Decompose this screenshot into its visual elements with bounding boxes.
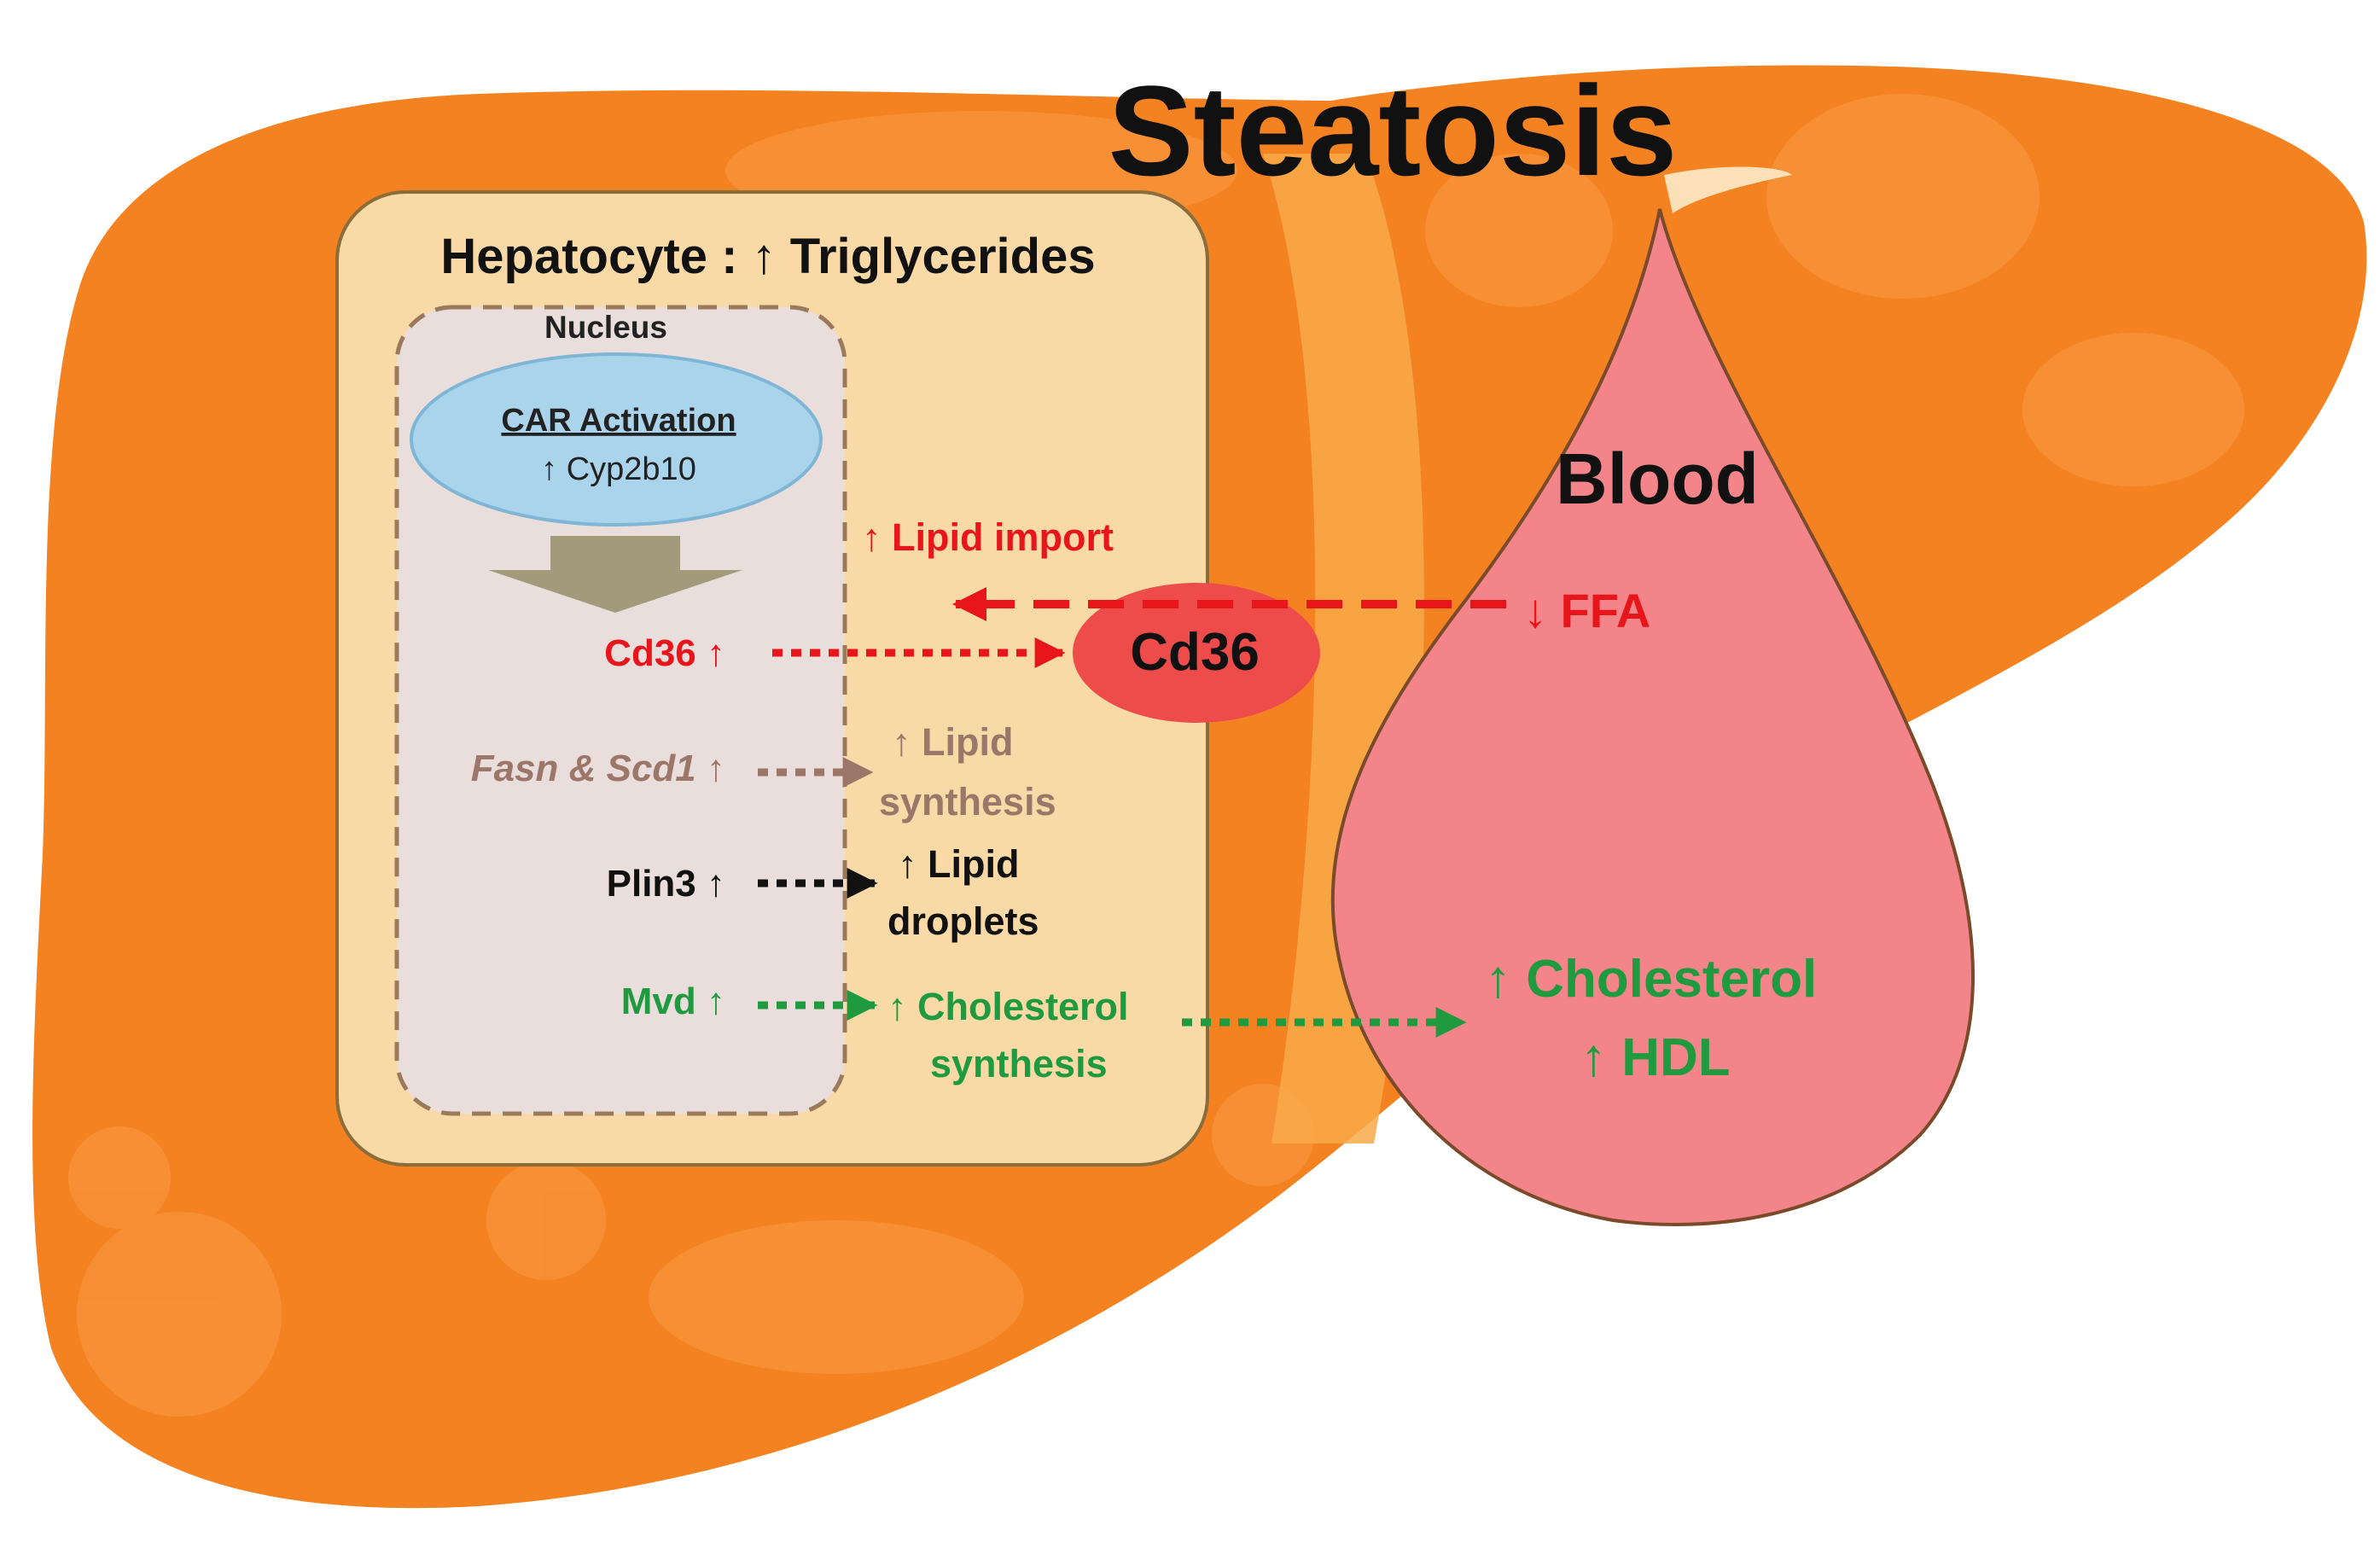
ffa-label: ↓ FFA [1523, 584, 1650, 637]
car-down-arrow [488, 536, 742, 613]
cd36-receptor-label: Cd36 [1130, 623, 1260, 682]
mvd-label: Mvd ↑ [621, 980, 725, 1022]
hepatocyte-title-suffix: Triglycerides [777, 229, 1096, 284]
car-activation-title: CAR Activation [501, 403, 736, 439]
cd36-gene-label: Cd36 ↑ [604, 632, 725, 674]
cyp2b10-label: ↑ Cyp2b10 [541, 451, 696, 487]
liver-highlight [1664, 166, 1792, 213]
cholesterol-synthesis-line1: ↑ Cholesterol [887, 985, 1129, 1028]
blood-hdl-label: ↑ HDL [1580, 1028, 1731, 1087]
lipid-import-label: ↑ Lipid import [862, 515, 1114, 559]
lipid-synthesis-line2: synthesis [879, 780, 1056, 823]
hepatocyte-title: Hepatocyte : ↑ Triglycerides [440, 229, 1095, 284]
cd36-receptor [1073, 583, 1320, 723]
blood-drop [1330, 208, 1975, 1226]
hepatocyte-title-prefix: Hepatocyte : [440, 229, 751, 284]
hepatocyte-arrow-icon: ↑ [752, 229, 777, 284]
title: Steatosis [1109, 59, 1678, 202]
lipid-synthesis-line1: ↑ Lipid [892, 720, 1013, 764]
blood-cholesterol-label: ↑ Cholesterol [1485, 950, 1817, 1009]
cholesterol-synthesis-line2: synthesis [930, 1042, 1108, 1085]
lipid-droplets-line2: droplets [887, 899, 1039, 943]
car-activation-ellipse [410, 352, 823, 527]
fasn-scd1-label: Fasn & Scd1 ↑ [471, 748, 725, 789]
blood-label: Blood [1556, 439, 1759, 519]
nucleus-label: Nucleus [544, 310, 667, 345]
plin3-label: Plin3 ↑ [607, 863, 725, 905]
lipid-droplets-line1: ↑ Lipid [898, 842, 1019, 886]
